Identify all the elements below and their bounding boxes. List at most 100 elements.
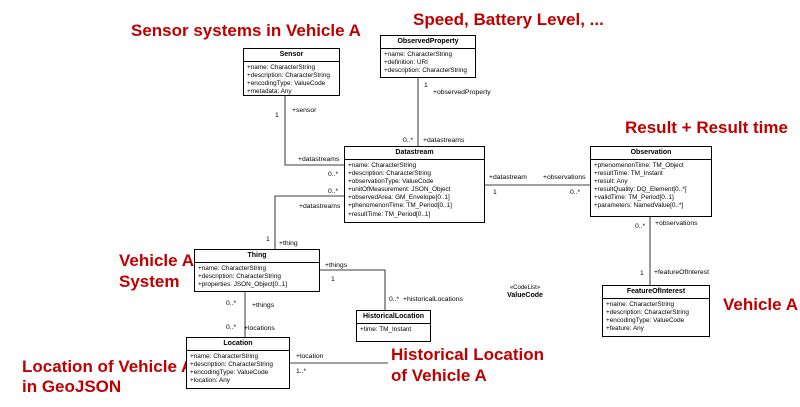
attribute: +resultTime: TM_Instant <box>594 170 663 178</box>
attribute: +observedArea: GM_Envelope[0..1] <box>348 194 450 202</box>
class-name-block: «CodeList» ValueCode <box>490 285 560 299</box>
callout-historical-line1: Historical Location <box>391 345 545 364</box>
role-label: +things <box>252 302 275 309</box>
class-thing: Thing +name: CharacterString +descriptio… <box>194 249 320 292</box>
class-name: ValueCode <box>507 292 543 299</box>
attribute: +location: Any <box>190 377 230 385</box>
callout-feature: Vehicle A <box>723 295 798 314</box>
class-attributes: +name: CharacterString +description: Cha… <box>345 160 484 221</box>
class-name: FeatureOfInterest <box>603 286 709 299</box>
role-label: +observations <box>543 174 586 181</box>
callout-historical-line2: of Vehicle A <box>391 366 487 385</box>
callout-observed-property: Speed, Battery Level, ... <box>413 10 604 29</box>
class-attributes: +name: CharacterString +description: Cha… <box>603 299 709 335</box>
attribute: +description: CharacterString <box>384 67 467 75</box>
attribute: +name: CharacterString <box>384 51 453 58</box>
multiplicity-label: 0..* <box>328 188 339 195</box>
multiplicity-label: 1 <box>331 276 335 283</box>
attribute: +name: CharacterString <box>247 64 316 71</box>
multiplicity-label: 1 <box>493 189 497 196</box>
class-historical-location: HistoricalLocation +time: TM_Instant <box>356 310 431 342</box>
role-label: +datastream <box>489 174 527 181</box>
callout-result: Result + Result time <box>625 118 788 137</box>
class-name: Location <box>187 338 289 351</box>
class-observation: Observation +phenomenonTime: TM_Object +… <box>590 146 712 217</box>
attribute: +name: CharacterString <box>606 301 675 308</box>
role-label: +observations <box>655 220 698 227</box>
attribute: +name: CharacterString <box>198 265 267 272</box>
multiplicity-label: 1 <box>266 236 270 243</box>
callout-sensor-systems: Sensor systems in Vehicle A <box>131 21 361 40</box>
role-label: +datastreams <box>298 156 340 163</box>
multiplicity-label: 0..* <box>226 300 237 307</box>
class-attributes: +name: CharacterString +definition: URI … <box>381 49 475 77</box>
role-label: +observedProperty <box>433 89 491 96</box>
class-stereotype: «CodeList» <box>509 285 541 291</box>
attribute: +name: CharacterString <box>348 162 417 169</box>
multiplicity-label: 0..* <box>389 296 400 303</box>
attribute: +resultTime: TM_Period[0..1] <box>348 210 431 218</box>
role-label: +featureOfInterest <box>654 269 709 276</box>
role-label: +location <box>296 353 324 360</box>
multiplicity-label: 0..* <box>570 189 581 196</box>
assoc-thing-historical <box>320 269 386 310</box>
callout-location-line2: in GeoJSON <box>22 377 122 396</box>
class-observed-property: ObservedProperty +name: CharacterString … <box>380 35 476 78</box>
class-attributes: +time: TM_Instant <box>357 324 430 336</box>
role-label: +thing <box>279 240 298 247</box>
attribute: +encodingType: ValueCode <box>190 369 269 377</box>
class-name: Sensor <box>244 49 339 62</box>
attribute: +definition: URI <box>384 59 428 67</box>
class-datastream: Datastream +name: CharacterString +descr… <box>344 146 485 223</box>
attribute: +description: CharacterString <box>247 72 330 80</box>
multiplicity-label: 0..* <box>403 137 414 144</box>
attribute: +phenomenonTime: TM_Period[0..1] <box>348 202 452 210</box>
class-location: Location +name: CharacterString +descrip… <box>186 337 290 389</box>
multiplicity-label: 1 <box>424 82 428 89</box>
multiplicity-label: 1 <box>640 270 644 277</box>
attribute: +encodingType: ValueCode <box>247 80 326 88</box>
role-label: +locations <box>244 325 275 332</box>
attribute: +feature: Any <box>606 325 644 333</box>
assoc-sensor-datastream <box>284 96 344 166</box>
class-name: HistoricalLocation <box>357 311 430 324</box>
class-attributes: +name: CharacterString +description: Cha… <box>244 62 339 98</box>
attribute: +unitOfMeasurement: JSON_Object <box>348 186 451 194</box>
class-name: ObservedProperty <box>381 36 475 49</box>
multiplicity-label: 1..* <box>296 368 307 375</box>
attribute: +metadata: Any <box>247 88 292 96</box>
assoc-thing-datastream <box>274 195 344 249</box>
class-attributes: +name: CharacterString +description: Cha… <box>187 351 289 387</box>
attribute: +description: CharacterString <box>348 170 431 178</box>
callout-location-line1: Location of Vehicle A <box>22 357 194 376</box>
class-sensor: Sensor +name: CharacterString +descripti… <box>243 48 340 96</box>
attribute: +observationType: ValueCode <box>348 178 434 186</box>
role-label: +datastreams <box>423 137 465 144</box>
role-label: +historicalLocations <box>403 296 463 303</box>
attribute: +parameters: NamedValue[0..*] <box>594 202 684 210</box>
role-label: +sensor <box>292 107 317 114</box>
callout-thing-line2: System <box>119 272 180 291</box>
class-name: Thing <box>195 250 319 263</box>
class-feature-of-interest: FeatureOfInterest +name: CharacterString… <box>602 285 710 337</box>
multiplicity-label: 1 <box>275 112 279 119</box>
class-value-code: «CodeList» ValueCode <box>490 285 560 305</box>
class-attributes: +phenomenonTime: TM_Object +resultTime: … <box>591 160 711 213</box>
attribute: +description: CharacterString <box>198 273 281 281</box>
attribute: +properties: JSON_Object[0..1] <box>198 281 287 289</box>
multiplicity-label: 0..* <box>635 223 646 230</box>
attribute: +description: CharacterString <box>190 361 273 369</box>
class-name: Observation <box>591 147 711 160</box>
attribute: +validTime: TM_Period[0..1] <box>594 194 674 202</box>
multiplicity-label: 0..* <box>226 324 237 331</box>
attribute: +time: TM_Instant <box>360 326 412 333</box>
role-label: +datastreams <box>299 203 341 210</box>
attribute: +name: CharacterString <box>190 353 259 360</box>
class-name: Datastream <box>345 147 484 160</box>
class-attributes: +name: CharacterString +description: Cha… <box>195 263 319 291</box>
attribute: +description: CharacterString <box>606 309 689 317</box>
attribute: +encodingType: ValueCode <box>606 317 685 325</box>
multiplicity-label: 0..* <box>328 171 339 178</box>
